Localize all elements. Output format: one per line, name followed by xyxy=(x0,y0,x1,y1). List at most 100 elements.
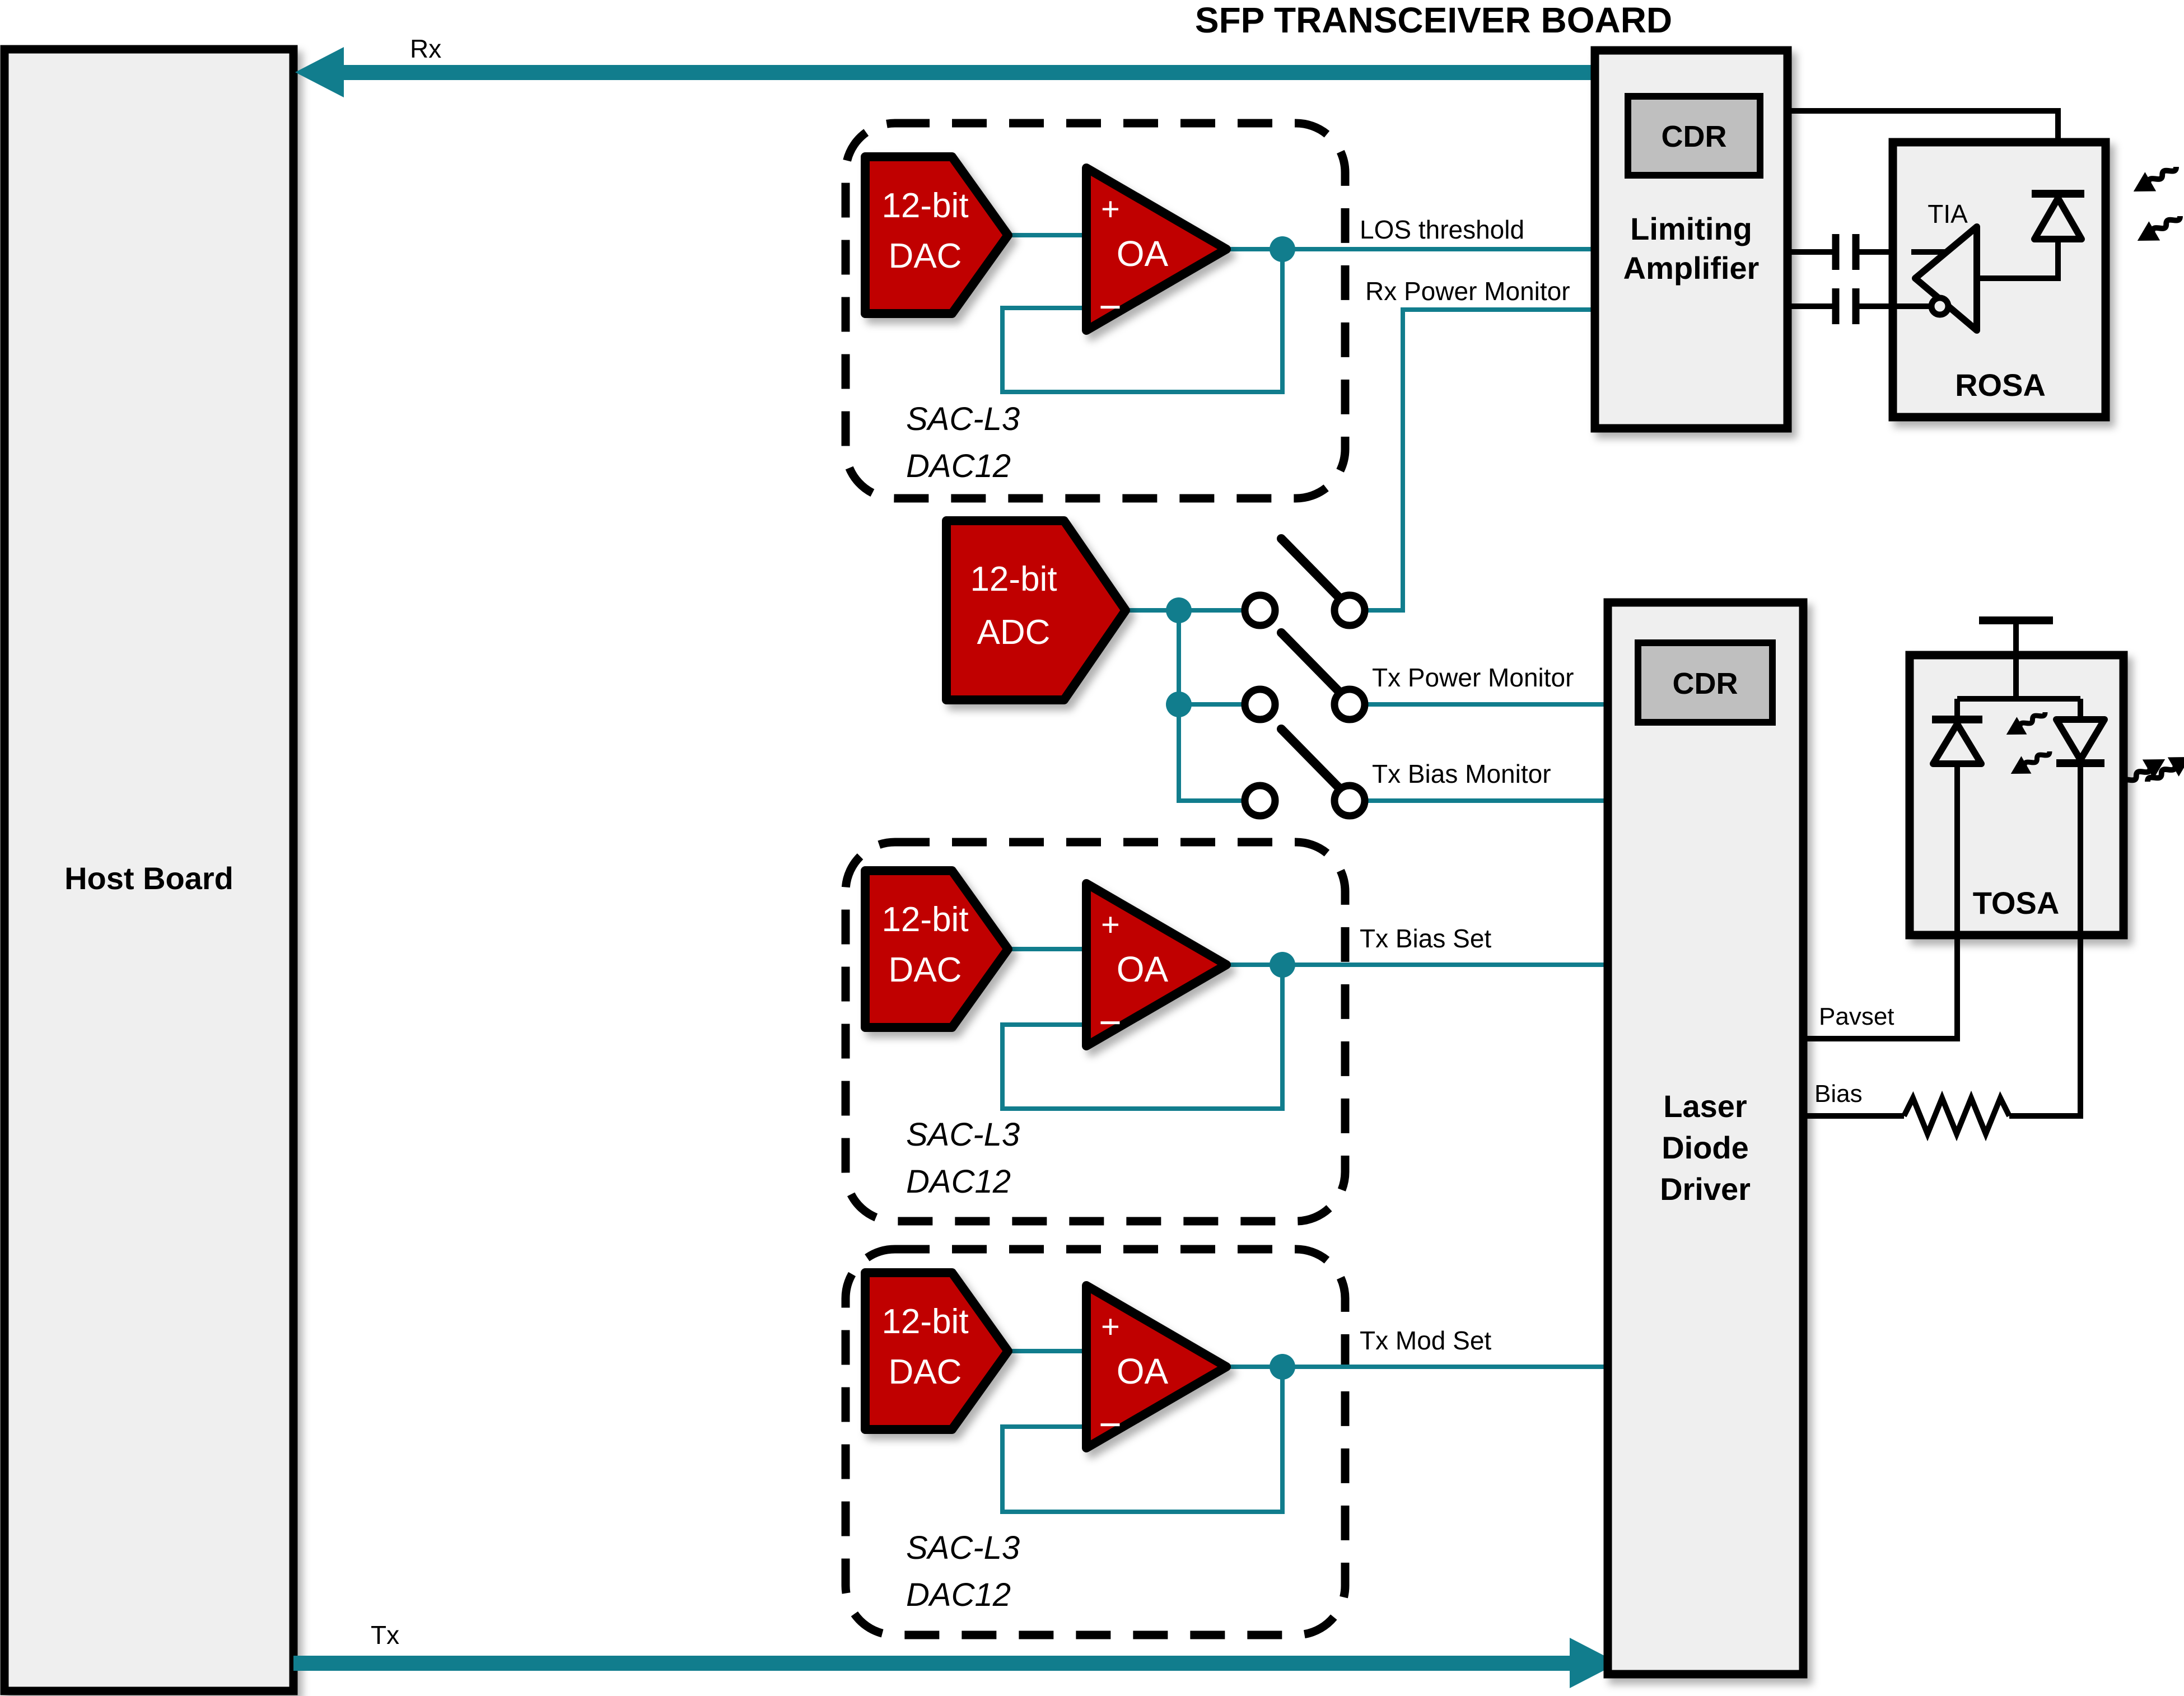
feedback-wire xyxy=(1000,1367,1285,1514)
pavset-label: Pavset xyxy=(1819,1003,1894,1030)
photodiode-symbol xyxy=(2031,195,2085,242)
switch-contact-left xyxy=(1241,782,1279,820)
tosa-box xyxy=(1905,651,2128,940)
opamp-triangle xyxy=(1082,163,1231,335)
limiting-amplifier-label-line2: Amplifier xyxy=(1623,250,1760,286)
tia-photodiode-wire xyxy=(1977,239,2061,281)
opamp-label: OA xyxy=(1117,949,1169,989)
rx-bus-label: Rx xyxy=(410,34,441,63)
opamp-plus: + xyxy=(1101,1309,1120,1345)
opamp-label: OA xyxy=(1117,1351,1169,1391)
bias-label: Bias xyxy=(1814,1080,1863,1108)
tx-bus: Tx xyxy=(293,1620,1618,1688)
rx-power-monitor-wire xyxy=(1365,307,1595,613)
los-threshold-label: LOS threshold xyxy=(1360,215,1524,244)
dac-label-line1: 12-bit xyxy=(881,900,968,939)
chip-label-line1: SAC-L3 xyxy=(906,1530,1020,1566)
tx-bus-band xyxy=(293,1656,1572,1671)
host-board-box xyxy=(0,45,298,1695)
tosa-section: TOSA xyxy=(1905,616,2184,940)
switch-lever xyxy=(1277,534,1344,602)
switch-rx-power xyxy=(1241,534,1369,629)
feedback-wire xyxy=(1000,965,1285,1111)
opamp-minus: − xyxy=(1099,285,1122,329)
switch-contact-left xyxy=(1241,591,1279,629)
page-title: SFP TRANSCEIVER BOARD xyxy=(1195,0,1672,40)
chip-label-line2: DAC12 xyxy=(906,1577,1011,1613)
laser-diode-driver: CDR Laser Diode Driver xyxy=(1603,598,1808,1679)
cdr-box xyxy=(1635,639,1776,726)
dac-pentagon xyxy=(861,866,1012,1032)
opamp-plus: + xyxy=(1101,191,1120,227)
dac-label-line1: 12-bit xyxy=(881,186,968,225)
cdr-label: CDR xyxy=(1673,667,1738,700)
opamp-minus: − xyxy=(1099,1001,1122,1044)
chip-label-line1: SAC-L3 xyxy=(906,1116,1020,1153)
junction-dot xyxy=(1166,692,1192,717)
host-board: Host Board xyxy=(0,45,298,1695)
dac-block-outline xyxy=(841,838,1350,1226)
adc-pentagon xyxy=(942,516,1130,704)
switch-lever xyxy=(1277,725,1344,793)
tx-bus-label: Tx xyxy=(371,1620,399,1650)
switch-contact-right xyxy=(1331,591,1369,629)
inverter-bubble-icon xyxy=(1928,295,1952,318)
opamp-label: OA xyxy=(1117,233,1169,274)
dac-label-line2: DAC xyxy=(889,1353,962,1391)
rx-bus: Rx xyxy=(295,34,1595,97)
switch-contact-right xyxy=(1331,782,1369,820)
tx-bias-monitor-label: Tx Bias Monitor xyxy=(1372,759,1551,788)
tx-arrowhead-icon xyxy=(1570,1638,1618,1688)
limiting-amplifier-label-line1: Limiting xyxy=(1630,211,1752,246)
host-board-label: Host Board xyxy=(64,861,234,896)
dac-pentagon xyxy=(861,1268,1012,1434)
tx-bias-set-label: Tx Bias Set xyxy=(1360,924,1491,953)
ldd-label-line2: Diode xyxy=(1662,1130,1749,1165)
ldd-label-line1: Laser xyxy=(1663,1088,1747,1124)
ldd-label-line3: Driver xyxy=(1660,1171,1751,1207)
dac-label-line2: DAC xyxy=(889,237,962,275)
dac-block-mod: 12-bit DAC + OA − SAC-L3 DAC12 xyxy=(841,1245,1608,1639)
dac-block-los: 12-bit DAC + OA − SAC-L3 DAC12 xyxy=(841,119,1595,503)
cdr-label: CDR xyxy=(1662,120,1727,153)
opamp-plus: + xyxy=(1101,907,1120,943)
opamp-triangle xyxy=(1082,879,1231,1050)
adc-branch-wire xyxy=(1177,610,1245,803)
dac-block-outline xyxy=(841,1245,1350,1639)
chip-label-line1: SAC-L3 xyxy=(906,401,1020,437)
incoming-light-arrow-icon xyxy=(2132,207,2184,250)
opamp-minus: − xyxy=(1099,1403,1122,1446)
opamp-triangle xyxy=(1082,1281,1231,1452)
dac-block-bias: 12-bit DAC + OA − SAC-L3 DAC12 xyxy=(841,838,1608,1226)
resistor-zigzag-icon xyxy=(1901,1090,2012,1142)
switch-contact-left xyxy=(1241,685,1279,723)
feedback-wire xyxy=(1000,249,1285,394)
tx-power-monitor-label: Tx Power Monitor xyxy=(1372,663,1574,692)
incoming-light-arrow-icon xyxy=(2128,157,2182,201)
dac-block-outline xyxy=(841,119,1350,503)
junction-dot xyxy=(1166,597,1192,623)
switch-tx-bias xyxy=(1241,725,1369,820)
cdr-box xyxy=(1625,93,1763,179)
tia-label: TIA xyxy=(1928,199,1968,228)
adc-label-line2: ADC xyxy=(977,613,1051,652)
laser-diode-symbol xyxy=(2053,716,2108,763)
tx-mod-set-label: Tx Mod Set xyxy=(1360,1326,1491,1355)
adc-section: 12-bit ADC Tx Power Monitor Tx Bias Moni… xyxy=(942,516,1608,820)
chip-label-line2: DAC12 xyxy=(906,1164,1011,1200)
dac-label-line1: 12-bit xyxy=(881,1302,968,1341)
rosa-label: ROSA xyxy=(1955,367,2046,403)
junction-dot xyxy=(1270,1354,1295,1380)
chip-label-line2: DAC12 xyxy=(906,448,1011,484)
dac-pentagon xyxy=(861,152,1012,318)
switch-tx-power xyxy=(1241,628,1369,723)
rx-bus-band xyxy=(339,65,1595,80)
junction-dot xyxy=(1270,236,1295,262)
switch-contact-right xyxy=(1331,685,1369,723)
rosa-section: TIA ROSA xyxy=(1788,108,2184,422)
dac-label-line2: DAC xyxy=(889,951,962,989)
laser-diode-driver-box xyxy=(1603,598,1808,1679)
junction-dot xyxy=(1270,952,1295,978)
rx-arrowhead-icon xyxy=(295,47,344,97)
